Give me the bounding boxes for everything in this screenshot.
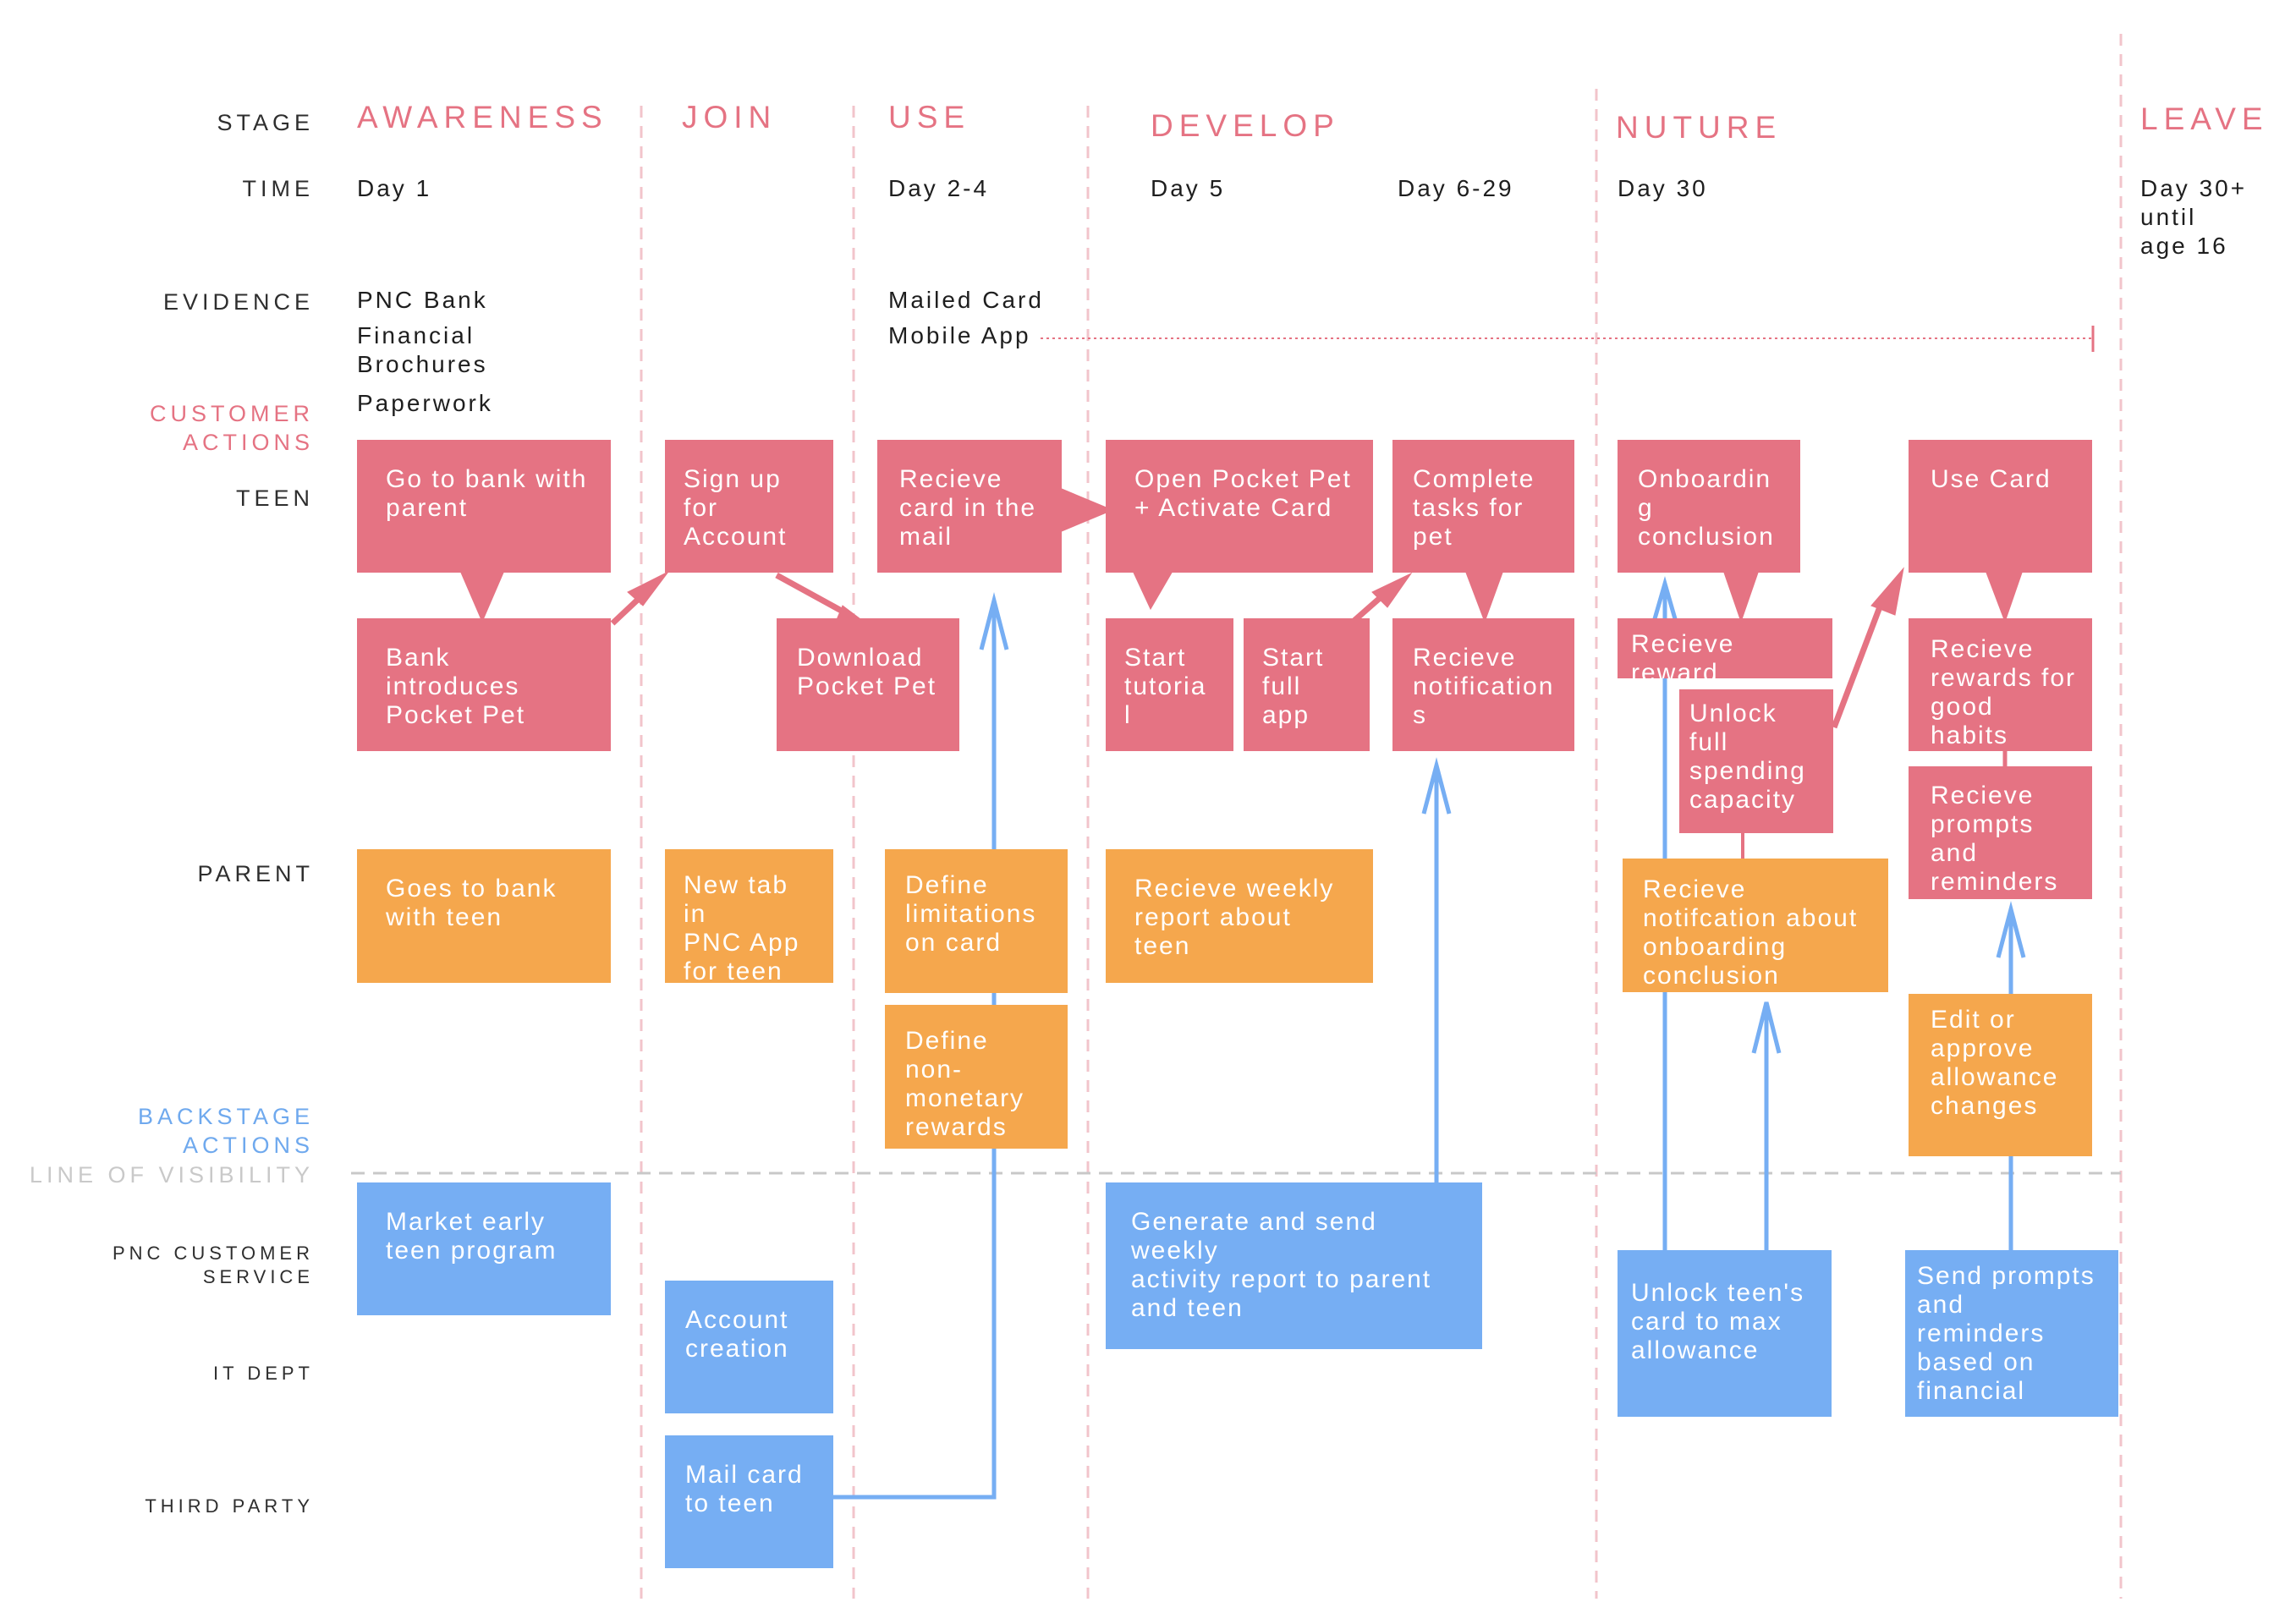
connector-signup-to-download [775, 572, 848, 617]
parent-recieve-weekly-report: Recieve weekly report about teen [1106, 849, 1373, 983]
arrow-edit-to-prompts-head [1996, 901, 2026, 958]
connector-bank-to-signup-head [627, 571, 669, 606]
arrow-report-head [1421, 757, 1452, 815]
stage-nuture: NUTURE [1616, 110, 1782, 145]
evidence-mailed-card: Mailed Card [888, 287, 1044, 313]
stage-join: JOIN [682, 100, 777, 134]
teen-open-pocket-pet-activate-card: Open Pocket Pet + Activate Card [1106, 440, 1373, 573]
teen-unlock-full-spending-capacity: Unlock full spending capacity [1679, 689, 1833, 833]
time-day-1: Day 1 [357, 175, 432, 201]
stage-leave: LEAVE [2140, 102, 2269, 136]
backstage-unlock-teens-card: Unlock teen's card to max allowance [1618, 1250, 1832, 1417]
backstage-account-creation: Account creation [665, 1281, 833, 1413]
connector-unlock-to-use-card-head [1870, 567, 1904, 616]
connector-onboarding-to-reward [1723, 572, 1759, 623]
row-label-evidence: EVIDENCE [162, 289, 314, 315]
backstage-mail-card-to-teen: Mail card to teen [665, 1435, 833, 1568]
teen-complete-tasks-for-pet: Complete tasks for pet [1392, 440, 1574, 573]
backstage-send-prompts-and-reminders: Send prompts and reminders based on fina… [1905, 1250, 2118, 1417]
row-label-stage: STAGE [217, 110, 314, 135]
evidence-financial-brochures: Financial Brochures [357, 322, 488, 377]
connector-open-to-tutorial [1133, 572, 1173, 611]
row-label-it-dept: IT DEPT [213, 1363, 314, 1384]
evidence-pnc-bank: PNC Bank [357, 287, 488, 313]
teen-download-pocket-pet: Download Pocket Pet [777, 618, 959, 751]
teen-start-full-app: Start full app [1244, 618, 1370, 751]
row-label-pnc-customer-service: PNC CUSTOMER SERVICE [112, 1243, 314, 1287]
row-label-backstage-actions: BACKSTAGE ACTIONS [137, 1104, 314, 1158]
teen-go-to-bank: Go to bank with parent [357, 440, 611, 573]
row-label-parent: PARENT [197, 861, 314, 886]
arrow-mail-card-head [979, 592, 1009, 650]
evidence-mobile-app: Mobile App [888, 321, 1035, 350]
parent-define-limitations-on-card: Define limitations on card [885, 849, 1068, 993]
connector-tasks-to-notifications [1465, 572, 1503, 623]
time-day-30: Day 30 [1618, 175, 1708, 201]
teen-recieve-prompts-and-reminders: Recieve prompts and reminders [1909, 766, 2092, 899]
connector-unlock-to-use-card [1831, 596, 1887, 729]
evidence-paperwork: Paperwork [357, 390, 493, 416]
stage-awareness: AWARENESS [357, 100, 608, 134]
time-day-5: Day 5 [1151, 175, 1226, 201]
teen-start-tutorial: Start tutoria l [1106, 618, 1233, 751]
stage-dividers [640, 34, 2123, 1599]
mobile-app-timeline [1041, 326, 2095, 352]
teen-recieve-rewards-for-good-habits: Recieve rewards for good habits [1909, 618, 2092, 751]
connector-go-to-bank-down [460, 572, 504, 623]
connector-full-app-to-tasks-head [1371, 572, 1413, 608]
row-label-teen: TEEN [235, 486, 314, 511]
time-day-30-plus: Day 30+ until age 16 [2140, 175, 2248, 259]
row-label-line-of-visibility: LINE OF VISIBILITY [29, 1162, 314, 1188]
teen-bank-introduces-pocket-pet: Bank introduces Pocket Pet [357, 618, 611, 751]
stage-develop: DEVELOP [1151, 108, 1340, 143]
row-label-third-party: THIRD PARTY [145, 1495, 314, 1517]
time-day-6-29: Day 6-29 [1398, 175, 1514, 201]
teen-recieve-card-in-mail: Recieve card in the mail [877, 440, 1062, 573]
row-label-time: TIME [242, 176, 314, 201]
parent-recieve-notification-onboarding: Recieve notifcation about onboarding con… [1623, 859, 1888, 992]
parent-new-tab-in-pnc-app: New tab in PNC App for teen [665, 849, 833, 983]
time-day-2-4: Day 2-4 [888, 175, 990, 201]
parent-define-non-monetary-rewards: Define non- monetary rewards [885, 1005, 1068, 1149]
teen-sign-up-for-account: Sign up for Account [665, 440, 833, 573]
arrow-unlock-to-parent-head [1751, 1001, 1782, 1054]
teen-recieve-notifications: Recieve notification s [1392, 618, 1574, 751]
row-label-customer-actions: CUSTOMER ACTIONS [149, 401, 314, 455]
parent-goes-to-bank-with-teen: Goes to bank with teen [357, 849, 611, 983]
backstage-generate-weekly-report: Generate and send weekly activity report… [1106, 1182, 1482, 1349]
teen-onboarding-conclusion: Onboardin g conclusion [1618, 440, 1800, 573]
teen-recieve-reward: Recieve reward [1618, 618, 1832, 678]
backstage-market-early-teen-program: Market early teen program [357, 1182, 611, 1315]
arrow-unlock-to-onboarding-head [1650, 575, 1680, 628]
connector-use-card-to-rewards [1986, 572, 2023, 623]
teen-use-card: Use Card [1909, 440, 2092, 573]
stage-use: USE [888, 100, 971, 134]
connector-recieve-card-to-open [1061, 488, 1114, 532]
parent-edit-or-approve-allowance: Edit or approve allowance changes [1909, 994, 2092, 1156]
